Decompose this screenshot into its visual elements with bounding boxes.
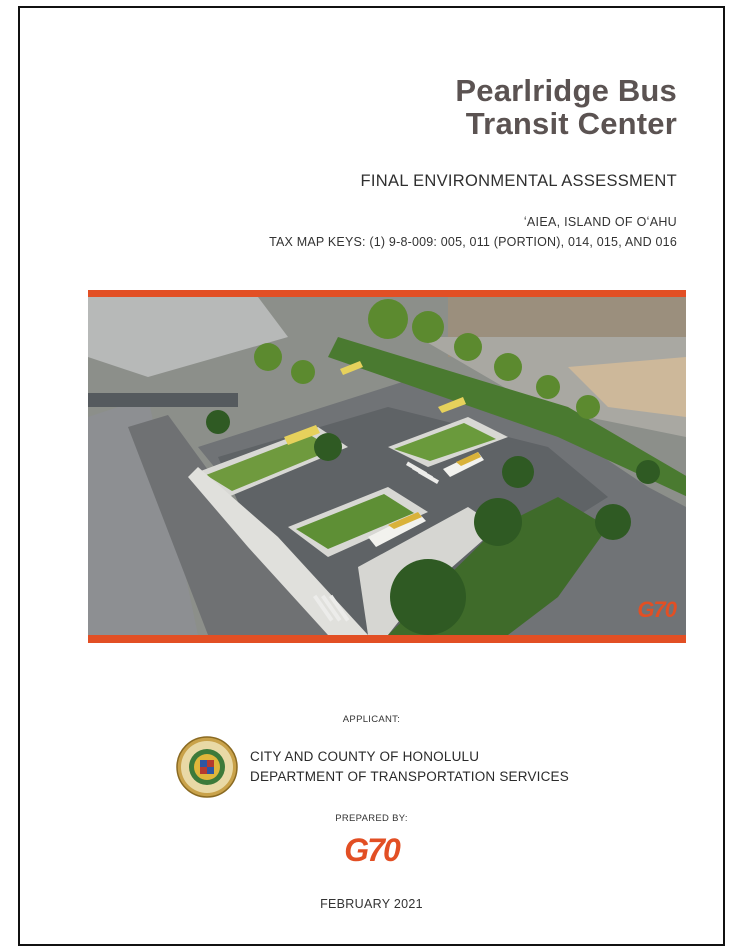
applicant-label: APPLICANT: bbox=[342, 714, 401, 725]
project-title: Pearlridge Bus Transit Center bbox=[455, 74, 677, 140]
project-title-line-1: Pearlridge Bus bbox=[455, 73, 677, 108]
applicant-agency: CITY AND COUNTY OF HONOLULU DEPARTMENT O… bbox=[250, 747, 569, 787]
rendering-firm-logo: G70 bbox=[637, 597, 677, 622]
agency-line-1: CITY AND COUNTY OF HONOLULU bbox=[250, 749, 480, 764]
document-subtitle: FINAL ENVIRONMENTAL ASSESSMENT bbox=[360, 172, 677, 190]
project-location: ʻAIEA, ISLAND OF OʻAHU bbox=[523, 215, 677, 229]
preparer-firm-logo: G70 bbox=[344, 832, 400, 868]
report-cover-page: Pearlridge Bus Transit Center FINAL ENVI… bbox=[18, 6, 725, 946]
project-title-line-2: Transit Center bbox=[465, 106, 677, 141]
publication-date: FEBRUARY 2021 bbox=[320, 897, 423, 911]
site-rendering: G70 bbox=[88, 290, 686, 643]
aerial-rendering-image bbox=[88, 297, 686, 635]
tax-map-keys: TAX MAP KEYS: (1) 9-8-009: 005, 011 (POR… bbox=[269, 235, 677, 249]
agency-line-2: DEPARTMENT OF TRANSPORTATION SERVICES bbox=[250, 769, 569, 784]
prepared-by-label: PREPARED BY: bbox=[335, 813, 408, 824]
city-county-honolulu-seal-icon bbox=[176, 736, 238, 798]
